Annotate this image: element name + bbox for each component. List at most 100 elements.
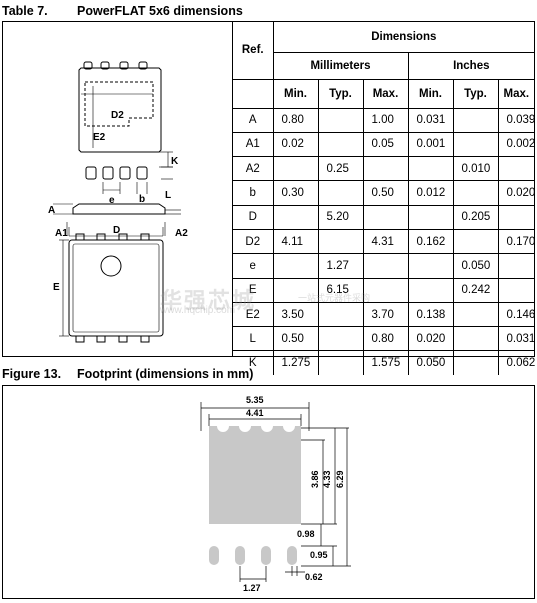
value-cell	[317, 228, 364, 255]
dim-4-33: 4.33	[322, 470, 332, 488]
value-cell: 0.25	[317, 156, 364, 182]
value-cell: 0.30	[272, 180, 319, 206]
label-a2: A2	[175, 228, 188, 239]
value-cell: 0.039	[497, 107, 535, 133]
label-l: L	[165, 190, 171, 201]
ref-cell: A	[233, 107, 274, 133]
lead-pad-3	[261, 546, 271, 565]
value-cell: 6.15	[317, 277, 364, 303]
ref-cell: A2	[233, 156, 274, 182]
figure-caption: Figure 13.Footprint (dimensions in mm)	[2, 367, 253, 381]
col-header: Typ.	[317, 78, 364, 109]
label-a: A	[48, 205, 55, 216]
package-drawing: D2 E2 K e b L A	[48, 61, 188, 343]
dim-0-62: 0.62	[305, 572, 323, 582]
package-drawing-cell: D2 E2 K e b L A	[3, 22, 233, 356]
value-cell: 4.31	[362, 228, 409, 255]
value-cell	[497, 277, 535, 303]
dimensions-table-frame: D2 E2 K e b L A	[2, 21, 535, 376]
value-cell	[362, 253, 409, 279]
pin-2	[102, 166, 114, 180]
col-header: Max.	[497, 78, 535, 109]
main-pad	[209, 426, 301, 524]
dim-6-29: 6.29	[335, 470, 345, 488]
value-cell: 1.27	[317, 253, 364, 279]
footprint-drawing: 5.35 4.41 3.86 4.33 6.29 0.98 0.95 1.27 …	[200, 395, 351, 593]
pin-3	[119, 166, 131, 180]
value-cell: 0.050	[452, 253, 499, 279]
value-cell	[407, 277, 454, 303]
value-cell	[362, 156, 409, 182]
value-cell: 0.02	[272, 131, 319, 158]
value-cell: 0.146	[497, 301, 535, 328]
value-cell	[452, 228, 499, 255]
value-cell: 0.242	[452, 277, 499, 303]
footprint-dimension-lines	[200, 402, 351, 582]
value-cell	[317, 301, 364, 328]
value-cell: 0.170	[497, 228, 535, 255]
ref-cell: D	[233, 204, 274, 230]
ref-cell: L	[233, 326, 274, 352]
bottom-view	[78, 61, 173, 194]
col-header: Typ.	[452, 78, 499, 109]
value-cell: 0.80	[362, 326, 409, 352]
pin-1	[85, 166, 97, 180]
value-cell: 0.002	[497, 131, 535, 158]
label-e: e	[109, 195, 115, 206]
value-cell	[272, 204, 319, 230]
value-cell	[407, 204, 454, 230]
value-cell: 0.012	[407, 180, 454, 206]
value-cell: 3.50	[272, 301, 319, 328]
value-cell	[317, 326, 364, 352]
dim-1-27: 1.27	[243, 583, 261, 593]
value-cell: 0.05	[362, 131, 409, 158]
dimensions-table: Ref. Dimensions Millimeters Inches Min. …	[233, 22, 535, 376]
dim-0-95: 0.95	[310, 550, 328, 560]
col-header: Min.	[407, 78, 454, 109]
side-view	[53, 203, 181, 215]
value-cell	[452, 180, 499, 206]
value-cell	[407, 156, 454, 182]
table-caption-number: Table 7.	[2, 4, 48, 18]
label-d: D	[113, 225, 120, 236]
value-cell: 0.031	[407, 107, 454, 133]
value-cell: 0.50	[362, 180, 409, 206]
ref-cell: K	[233, 350, 274, 376]
value-cell: 0.020	[497, 180, 535, 206]
value-cell	[452, 301, 499, 328]
value-cell: 0.020	[407, 326, 454, 352]
bottom-view-outline	[78, 67, 162, 153]
value-cell	[362, 277, 409, 303]
value-cell: 0.031	[497, 326, 535, 352]
dimensions-header: Dimensions	[272, 22, 535, 53]
footprint-pads	[209, 426, 301, 565]
value-cell	[452, 326, 499, 352]
dim-5-35: 5.35	[246, 395, 264, 405]
watermark-url: www.hqchip.com	[160, 305, 236, 316]
value-cell: 0.062	[497, 350, 535, 376]
value-cell	[317, 131, 364, 158]
value-cell: 0.010	[452, 156, 499, 182]
value-cell	[497, 156, 535, 182]
value-cell	[497, 204, 535, 230]
value-cell	[452, 131, 499, 158]
value-cell: 3.70	[362, 301, 409, 328]
value-cell: 0.001	[407, 131, 454, 158]
value-cell: 0.50	[272, 326, 319, 352]
pin-4	[136, 166, 148, 180]
value-cell	[272, 156, 319, 182]
table-caption: Table 7.PowerFLAT 5x6 dimensions	[2, 4, 243, 18]
label-a1: A1	[55, 228, 68, 239]
value-cell	[452, 350, 499, 376]
top-view	[59, 222, 166, 343]
millimeters-header: Millimeters	[273, 51, 409, 80]
figure-caption-title: Footprint (dimensions in mm)	[77, 367, 254, 381]
lead-pad-1	[209, 546, 219, 565]
label-big-e: E	[53, 282, 60, 293]
